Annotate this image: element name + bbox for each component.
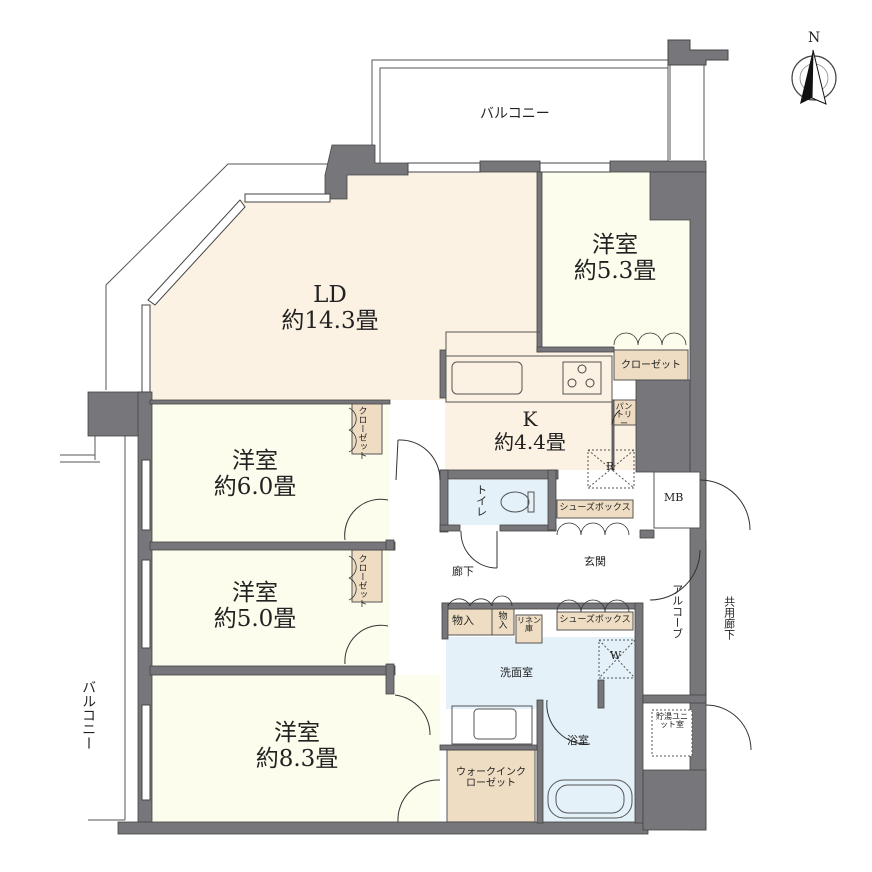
room-western-ne-size: 約5.3畳 <box>573 258 657 285</box>
room-western-5-size: 約5.0畳 <box>213 606 297 633</box>
room-western-6: 洋室 約6.0畳 <box>190 448 320 501</box>
washroom-label: 洗面室 <box>500 666 533 679</box>
room-western-ne: 洋室 約5.3畳 <box>550 232 680 285</box>
hallway-label: 廊下 <box>452 565 474 578</box>
balcony-left-label: バルコニー <box>80 680 97 750</box>
linen-closet-label: リネン庫 <box>517 616 541 634</box>
closet-5-label: クローゼット <box>356 554 367 608</box>
storage-2-label: 物入 <box>496 611 507 629</box>
fridge-label: R <box>606 460 615 473</box>
water-heater-label: 貯湯ユニット室 <box>656 712 688 730</box>
mb-label: MB <box>664 491 684 504</box>
closet-6-label: クローゼット <box>356 406 367 460</box>
toilet-label: トイレ <box>474 484 488 517</box>
room-kitchen-name: K <box>522 407 538 431</box>
shoebox-upper-label: シューズボックス <box>559 503 631 513</box>
room-ld: LD 約14.3畳 <box>270 282 390 335</box>
alcove-label: アルコーブ <box>670 584 684 639</box>
common-corridor-label: 共用廊下 <box>722 596 736 640</box>
compass-north-label: N <box>808 30 821 46</box>
bathroom-label: 浴室 <box>567 734 589 747</box>
room-western-6-size: 約6.0畳 <box>213 474 297 501</box>
storage-1-label: 物入 <box>452 614 474 627</box>
room-kitchen-size: 約4.4畳 <box>494 430 566 454</box>
room-western-8-size: 約8.3畳 <box>255 746 339 773</box>
closet-ne-label: クローゼット <box>621 360 681 371</box>
room-western-5-name: 洋室 <box>232 580 278 606</box>
room-kitchen: K 約4.4畳 <box>470 408 590 454</box>
compass-icon <box>791 49 837 105</box>
shoebox-lower-label: シューズボックス <box>559 615 631 625</box>
room-ld-name: LD <box>313 282 347 308</box>
washer-label: W <box>610 649 622 662</box>
pantry-label: パントリー <box>615 402 633 428</box>
room-ld-size: 約14.3畳 <box>281 308 379 335</box>
walk-in-closet-label: ウォークインクローゼット <box>456 767 526 789</box>
room-western-8-name: 洋室 <box>274 720 320 746</box>
room-western-5: 洋室 約5.0畳 <box>190 580 320 633</box>
entrance-label: 玄関 <box>584 555 606 568</box>
room-western-6-name: 洋室 <box>232 448 278 474</box>
room-western-8: 洋室 約8.3畳 <box>232 720 362 773</box>
balcony-top-label: バルコニー <box>480 106 550 122</box>
room-western-ne-name: 洋室 <box>592 232 638 258</box>
